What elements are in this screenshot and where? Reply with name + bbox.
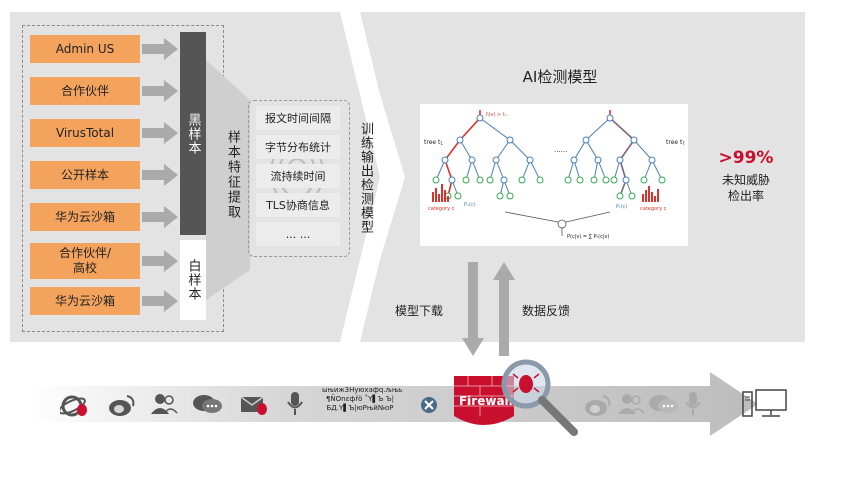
black-sample-label: 黑样本 [185,112,201,155]
tree-right-label: tree tT [666,139,685,146]
ellipsis-label: ...... [554,146,567,154]
feature-item: 报文时间间隔 [256,106,340,130]
feature-extract-label: 样本特征提取 [225,130,240,220]
data-feedback-label: 数据反馈 [522,304,571,318]
feature-item: ... ... [256,222,340,246]
random-forest-svg: tree t1 tree tT fₗ(v) > tₙ ...... catego… [424,110,685,240]
detection-rate-value: >99% [718,148,774,168]
source-partner-university: 合作伙伴/ 高校 [30,243,140,279]
arrow-right-icon [142,38,178,60]
traffic-flow-arrow [30,372,758,436]
source-partner: 合作伙伴 [30,77,140,105]
category-right-label: category c [640,206,667,212]
source-huawei-sandbox: 华为云沙箱 [30,203,140,231]
model-download-label: 模型下载 [395,304,444,318]
garbled-traffic-text: ыњиж3Hуюхафq.љњь ¶ÑOnɛфřö ˚Y▌Ъ Ъ| БД.Y▌Ъ… [322,386,403,412]
arrow-right-icon [142,250,178,272]
black-sample-bar: 黑样本 [180,32,206,235]
feature-item: 流持续时间 [256,164,340,188]
source-virustotal: VirusTotal [30,119,140,147]
split-rule-label: fₗ(v) > tₙ [486,112,507,118]
prob-right-label: Pₜ(c) [616,204,627,210]
feature-item: 字节分布统计 [256,135,340,159]
detection-rate-desc: 未知威胁 检出率 [721,173,770,203]
weibo-icon [585,395,611,416]
train-output-label: 训练输出检测模型 [358,122,373,234]
computer-icon [742,389,787,417]
ie-bug-icon [60,395,87,417]
source-huawei-sandbox-2: 华为云沙箱 [30,287,140,315]
random-forest-diagram: tree t1 tree tT fₗ(v) > tₙ ...... catego… [420,104,688,246]
mail-bug-icon [240,396,267,415]
source-admin-us: Admin US [30,35,140,63]
source-public-samples: 公开样本 [30,161,140,189]
block-icon [421,397,437,413]
white-sample-label: 白样本 [185,259,201,301]
category-left-label: category c [428,206,455,212]
arrow-down-icon [462,262,484,356]
panel-chevron-white [345,12,405,342]
white-sample-bar: 白样本 [180,240,206,320]
arrow-right-icon [142,80,178,102]
feature-box [248,100,350,257]
ai-model-title: AI检测模型 [522,68,598,86]
mic-icon [287,392,303,415]
arrow-right-icon [142,122,178,144]
funnel-shape [206,60,250,300]
firewall-label: Firewall [459,394,513,408]
chat-icon [193,395,222,413]
feature-item: TLS协商信息 [256,193,340,217]
arrow-right-icon [142,206,178,228]
arrow-right-icon [142,290,178,312]
tree-left-label: tree t1 [424,139,443,146]
formula-label: P(c|v) = ∑ Pₜ(c|v) [567,234,609,240]
arrow-right-icon [142,164,178,186]
mic-icon [685,392,701,415]
users-icon [151,394,178,414]
magnifier-bug-icon [501,359,578,436]
arrow-up-icon [493,262,515,356]
weibo-icon [109,395,135,416]
users-icon [618,394,645,414]
prob-left-label: P₁(c) [464,202,476,208]
chat-icon [649,395,678,413]
